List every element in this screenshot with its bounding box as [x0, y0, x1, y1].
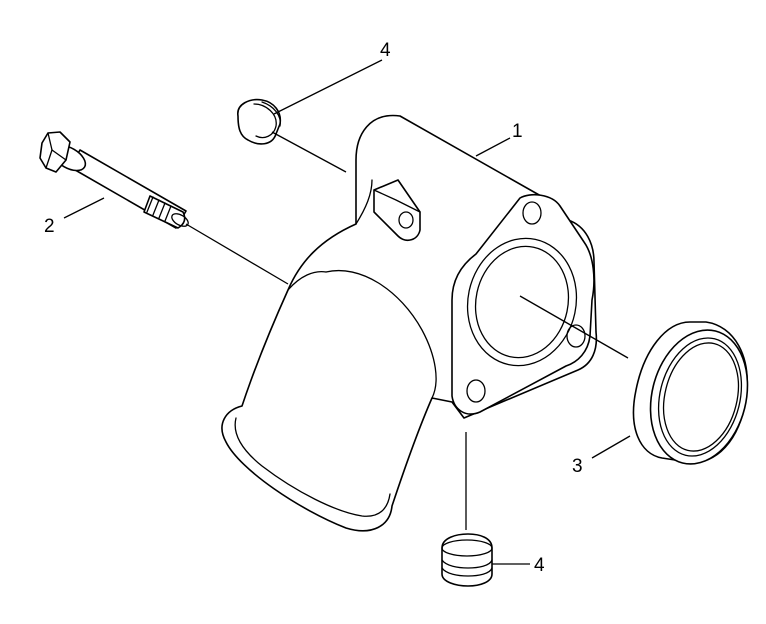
seal-ring [632, 321, 749, 465]
callout-housing: 1 [512, 121, 523, 142]
callout-seal-ring: 3 [572, 456, 583, 477]
callout-plug-bottom: 4 [534, 555, 545, 576]
outlet-flange [451, 193, 595, 415]
leader-lines [63, 59, 631, 565]
plug-bottom [441, 533, 493, 587]
flange-hole-right [566, 324, 586, 348]
bolt-thread [143, 195, 189, 229]
flange-hole-bottom [466, 379, 486, 403]
callout-bolt: 2 [44, 216, 55, 237]
flange-hole-top [522, 201, 542, 225]
callout-plug-top: 4 [380, 40, 391, 61]
plug-top [237, 98, 282, 145]
mounting-lug [373, 179, 421, 242]
thermostat-housing [221, 114, 598, 532]
bolt [39, 131, 189, 229]
